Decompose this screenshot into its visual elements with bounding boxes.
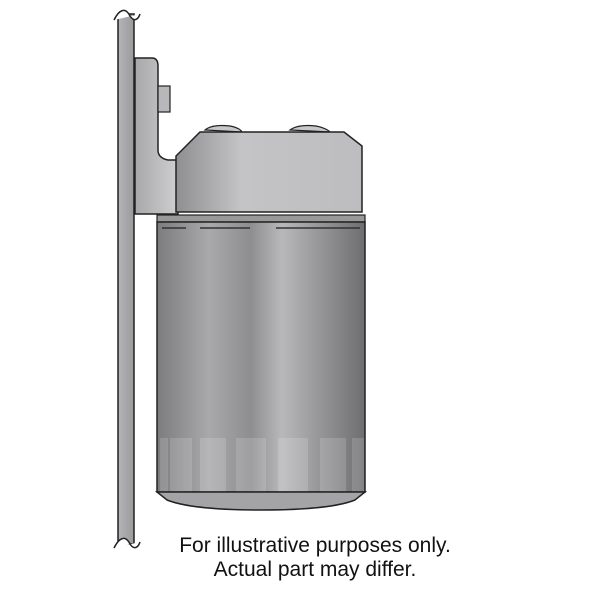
filter-canister bbox=[154, 214, 368, 511]
caption-line-2: Actual part may differ. bbox=[213, 558, 417, 581]
disclaimer-caption: For illustrative purposes only. Actual p… bbox=[130, 534, 500, 582]
caption-line-1: For illustrative purposes only. bbox=[179, 534, 451, 557]
mounting-wall bbox=[113, 9, 141, 549]
bracket bbox=[134, 57, 179, 215]
bolt bbox=[157, 85, 171, 113]
filter-head bbox=[175, 124, 363, 213]
